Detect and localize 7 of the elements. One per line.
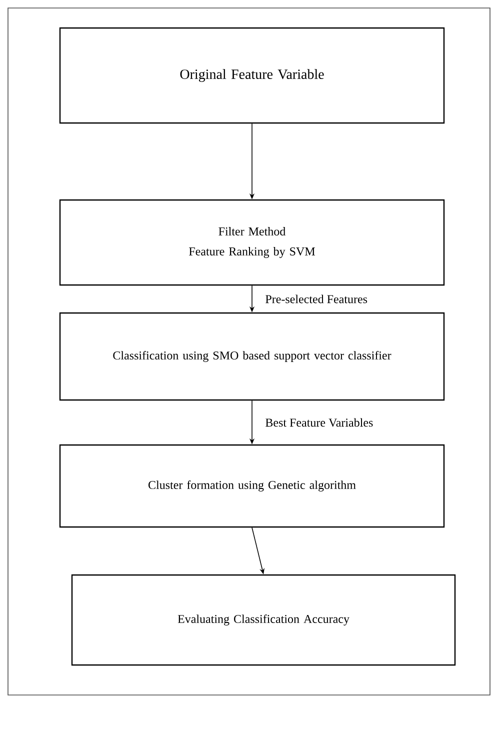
- process-box: Classification using SMO based support vector classifier: [59, 312, 445, 401]
- process-box: Evaluating Classification Accuracy: [71, 574, 456, 666]
- process-box: Filter Method Feature Ranking by SVM: [59, 199, 445, 286]
- process-box: Original Feature Variable: [59, 27, 445, 124]
- process-box: Cluster formation using Genetic algorithm: [59, 444, 445, 528]
- edge-label: Pre-selected Features: [266, 294, 368, 304]
- edge-label: Best Feature Variables: [266, 418, 373, 427]
